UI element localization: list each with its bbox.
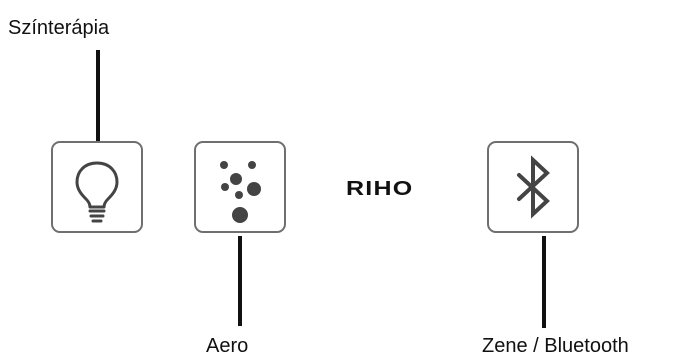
bubbles-icon: [220, 161, 261, 223]
bluetooth-button[interactable]: [487, 141, 579, 233]
lightbulb-icon: [75, 161, 119, 223]
bluetooth-icon: [517, 155, 550, 219]
label-music: Zene / Bluetooth: [482, 335, 629, 357]
light-button[interactable]: [51, 141, 143, 233]
label-chromotherapy: Színterápia: [8, 17, 110, 39]
aero-button[interactable]: [194, 141, 286, 233]
label-aero: Aero: [206, 335, 249, 357]
connector-aero: [238, 236, 242, 326]
connector-music: [542, 236, 546, 328]
connector-chromotherapy: [96, 50, 100, 142]
brand-logo: RIHO: [346, 178, 414, 200]
